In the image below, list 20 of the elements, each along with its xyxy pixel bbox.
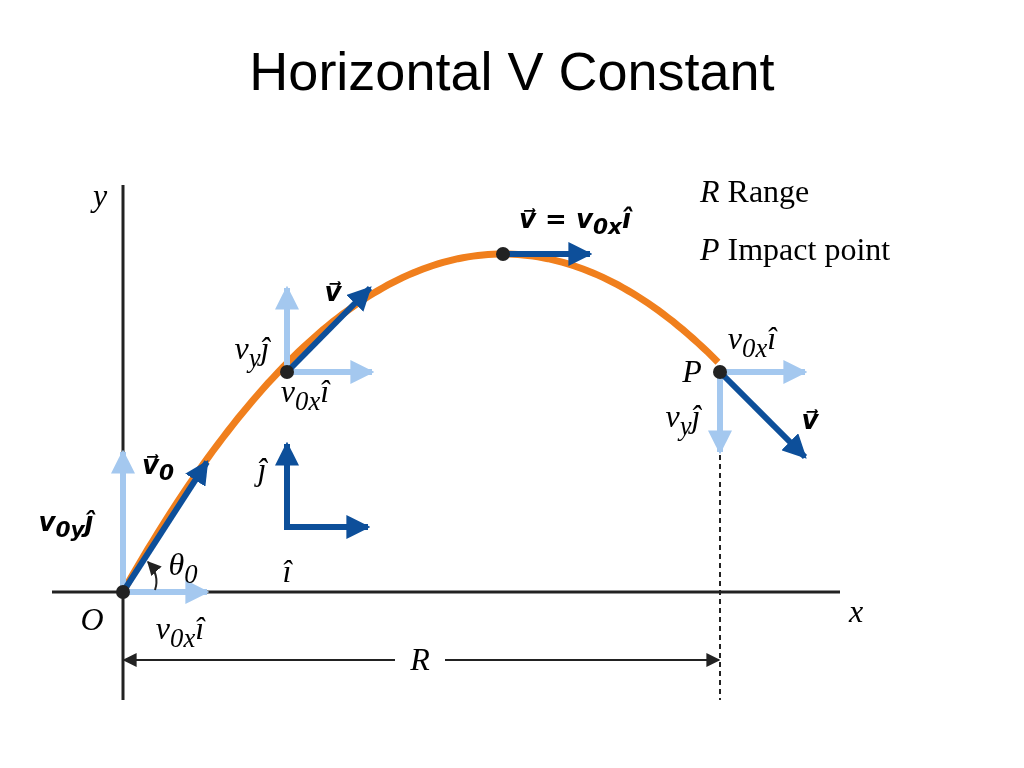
axis-label: x	[848, 594, 864, 630]
vector-label: v$_{y}$ĵ	[665, 399, 701, 441]
point-label: P	[682, 354, 702, 390]
vector-label: v$_{0x}$î	[280, 374, 330, 416]
vector-label: v$_{0x}$î	[155, 611, 205, 653]
vector-label: v$_{0x}$î	[727, 321, 777, 363]
vector-label: v$_{0y}$ĵ	[38, 508, 94, 542]
dimension-label: R	[410, 642, 430, 678]
vector-label: î	[282, 554, 292, 590]
title: Horizontal V Constant	[248, 40, 776, 102]
vector-label: v⃗	[324, 277, 342, 307]
axis-label: y	[92, 178, 108, 214]
vector-label: v$_{y}$ĵ	[234, 331, 270, 373]
legend-text: P Impact point	[700, 232, 891, 268]
vector-label: v⃗	[801, 405, 819, 435]
point-label: O	[80, 602, 104, 638]
legend-text: R Range	[700, 174, 810, 210]
angle-label: θ$_{0}$	[168, 547, 198, 589]
vector-label: v⃗$_{0}$	[142, 451, 174, 485]
vector-label: v⃗ = v$_{0x}$î	[519, 205, 631, 239]
